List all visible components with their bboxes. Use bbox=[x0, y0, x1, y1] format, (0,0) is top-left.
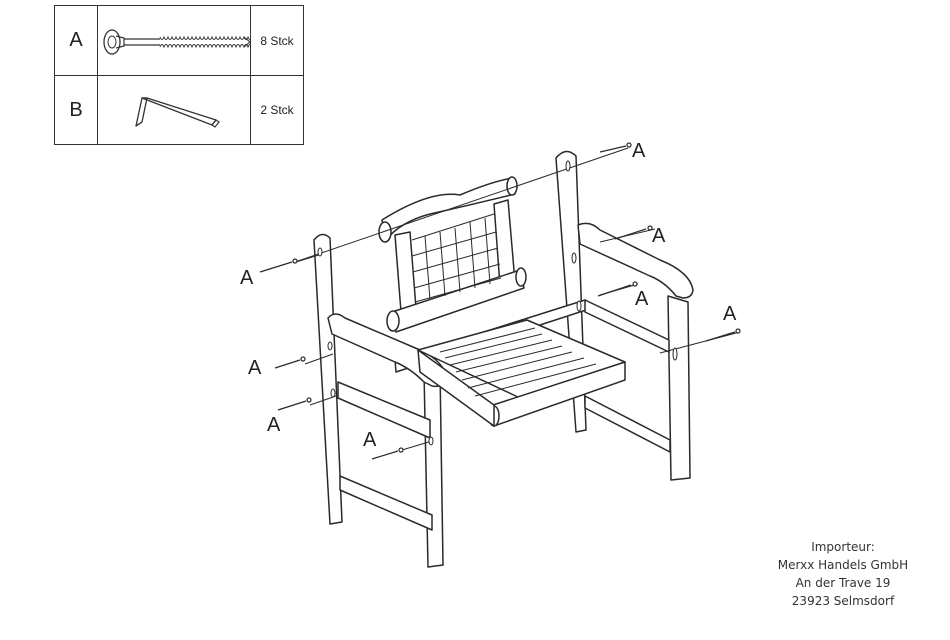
callout-label: A bbox=[267, 414, 281, 436]
backrest-top-rail-end bbox=[379, 222, 391, 242]
front-right-leg bbox=[668, 296, 690, 480]
importer-street: An der Trave 19 bbox=[768, 574, 918, 592]
callout-label: A bbox=[363, 429, 377, 451]
left-lower-rail bbox=[340, 476, 432, 530]
callout-label: A bbox=[632, 140, 646, 162]
front-left-leg bbox=[424, 370, 443, 567]
importer-heading: Importeur: bbox=[768, 538, 918, 556]
callout-label: A bbox=[248, 357, 262, 379]
left-seat-rail bbox=[338, 382, 430, 438]
importer-address: Importeur: Merxx Handels GmbH An der Tra… bbox=[768, 538, 918, 610]
backrest-rail-end bbox=[387, 311, 399, 331]
importer-city: 23923 Selmsdorf bbox=[768, 592, 918, 610]
right-armrest bbox=[578, 223, 693, 298]
backrest-frame bbox=[395, 232, 416, 312]
backrest-rail-end bbox=[516, 268, 526, 286]
callout-label: A bbox=[240, 267, 254, 289]
callout-label: A bbox=[652, 225, 666, 247]
callout-label: A bbox=[723, 303, 737, 325]
importer-company: Merxx Handels GmbH bbox=[768, 556, 918, 574]
rear-left-post bbox=[314, 234, 342, 524]
right-lower-rail bbox=[585, 396, 670, 452]
callout-label: A bbox=[635, 288, 649, 310]
right-seat-rail bbox=[585, 300, 669, 352]
